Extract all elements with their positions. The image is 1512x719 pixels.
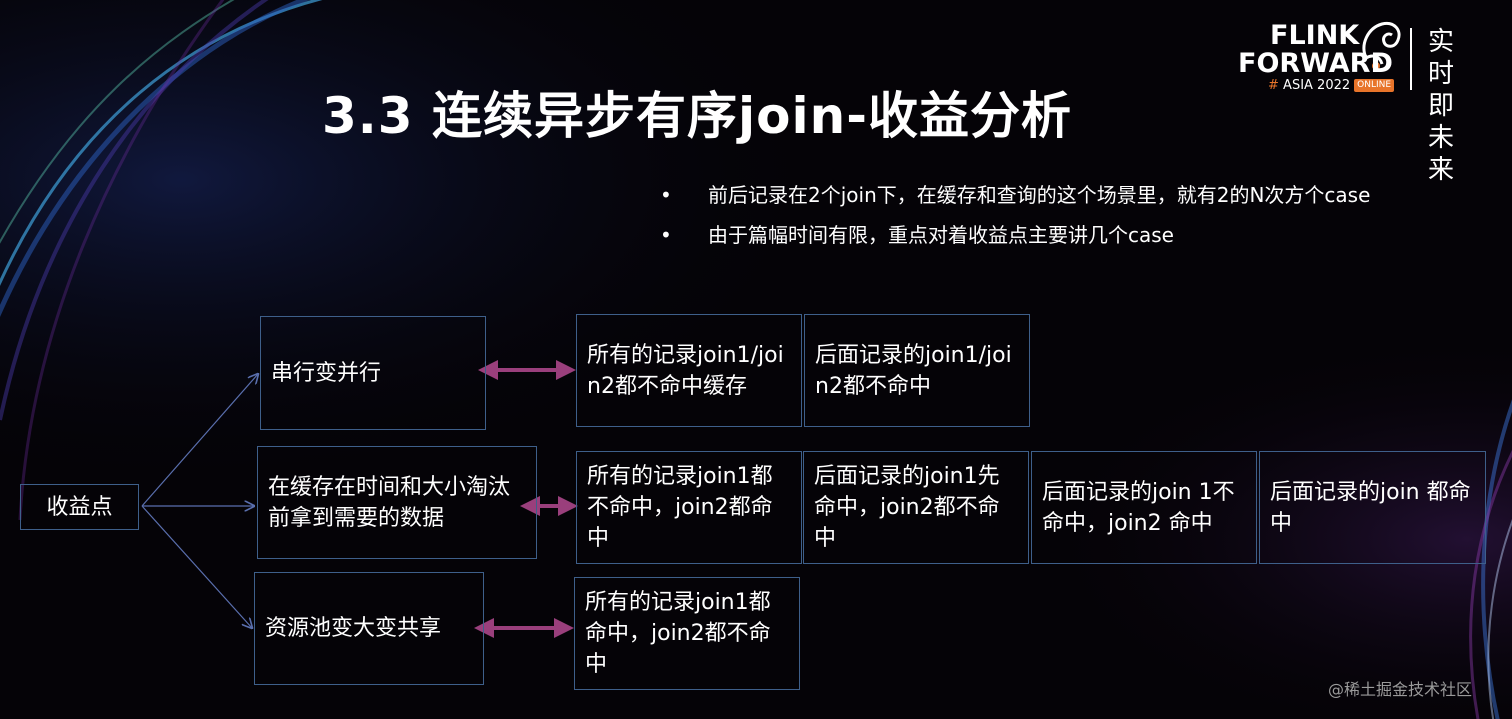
case-label: 后面记录的join 都命中 <box>1270 479 1471 536</box>
benefit-node-serial: 串行变并行 <box>260 316 486 430</box>
benefit-node-cache: 在缓存在时间和大小淘汰前拿到需要的数据 <box>257 446 537 559</box>
root-node-label: 收益点 <box>46 494 113 520</box>
watermark: @稀土掘金技术社区 <box>1328 680 1473 699</box>
case-label: 所有的记录join1/join2都不命中缓存 <box>587 342 784 399</box>
root-node: 收益点 <box>20 484 139 530</box>
branch-arrow-serial <box>141 374 258 507</box>
case-label: 后面记录的join 1不命中，join2 命中 <box>1042 479 1235 536</box>
squirrel-icon <box>1362 21 1401 70</box>
case-node: 后面记录的join 1不命中，join2 命中 <box>1031 451 1257 564</box>
logo-event: ASIA 2022 <box>1283 78 1351 93</box>
logo-hash: # <box>1268 78 1279 93</box>
case-node: 后面记录的join1先命中，join2都不命中 <box>803 451 1029 564</box>
case-label: 所有的记录join1都命中，join2都不命中 <box>585 590 771 677</box>
case-label: 所有的记录join1都不命中，join2都命中 <box>587 464 773 551</box>
benefit-label: 在缓存在时间和大小淘汰前拿到需要的数据 <box>268 474 511 531</box>
case-node: 所有的记录join1都不命中，join2都命中 <box>576 451 802 564</box>
benefit-label: 资源池变大变共享 <box>265 616 442 641</box>
bullet-item: 前后记录在2个join下，在缓存和查询的这个场景里，就有2的N次方个case <box>660 178 1370 218</box>
case-node: 所有的记录join1都命中，join2都不命中 <box>574 577 800 690</box>
bullet-list: 前后记录在2个join下，在缓存和查询的这个场景里，就有2的N次方个case 由… <box>660 178 1370 258</box>
slide-title: 3.3 连续异步有序join-收益分析 <box>322 87 1072 145</box>
logo-slogan: 实时即未来 <box>1428 27 1455 185</box>
logo-divider <box>1410 28 1412 90</box>
case-node: 后面记录的join1/join2都不命中 <box>804 314 1030 427</box>
logo-forward-text: FORWARD <box>1238 48 1393 79</box>
branch-arrow-pool <box>141 505 252 628</box>
logo-flink-text: FLINK <box>1270 20 1360 51</box>
benefit-node-pool: 资源池变大变共享 <box>254 572 484 685</box>
case-label: 后面记录的join1先命中，join2都不命中 <box>814 464 1000 551</box>
case-label: 后面记录的join1/join2都不命中 <box>815 342 1012 399</box>
benefit-label: 串行变并行 <box>271 360 382 386</box>
online-badge: ONLINE <box>1354 79 1395 92</box>
bullet-item: 由于篇幅时间有限，重点对着收益点主要讲几个case <box>660 218 1370 258</box>
case-node: 后面记录的join 都命中 <box>1259 451 1486 564</box>
case-node: 所有的记录join1/join2都不命中缓存 <box>576 314 802 427</box>
